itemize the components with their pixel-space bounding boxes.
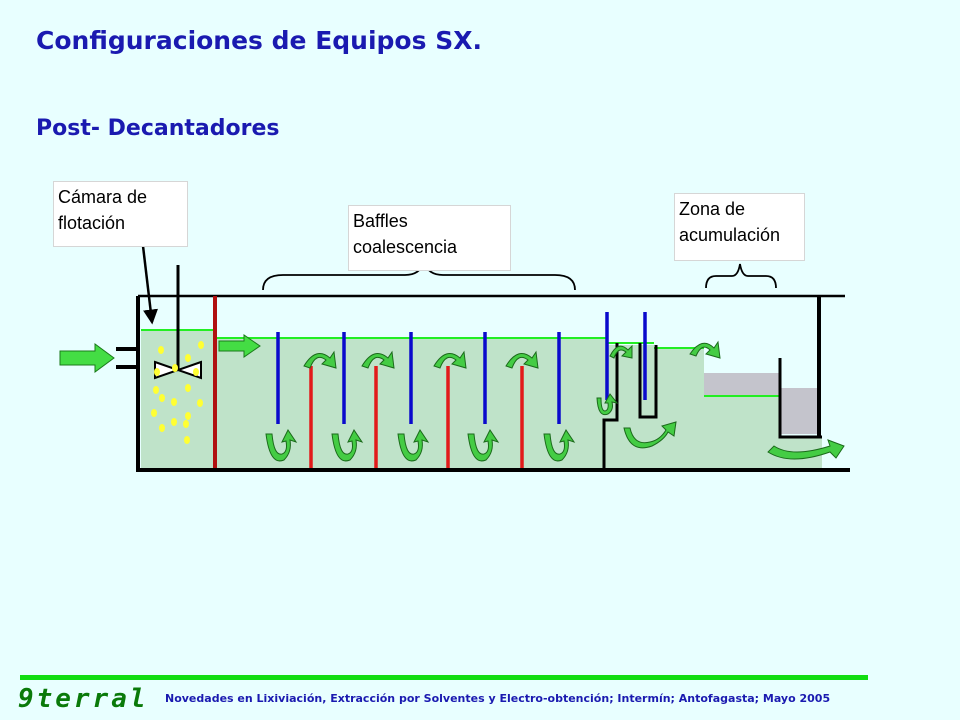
oil-droplets — [151, 341, 204, 444]
footer-divider — [20, 675, 868, 680]
label-flotation-chamber: Cámara de flotación — [53, 181, 188, 247]
inlet-arrow — [59, 343, 115, 373]
label-braces — [262, 258, 777, 291]
slide-subtitle: Post- Decantadores — [36, 116, 280, 141]
tank-wall — [116, 294, 850, 472]
organic-layer — [704, 373, 818, 434]
terral-logo: 9terral — [18, 684, 149, 714]
slide-title: Configuraciones de Equipos SX. — [36, 26, 482, 55]
coalescence-baffles — [276, 312, 647, 468]
label-accumulation-zone: Zona de acumulación — [674, 193, 805, 261]
mixer-agitator — [154, 265, 202, 380]
transfer-arrow — [218, 334, 261, 358]
label-pointer — [141, 245, 158, 325]
label-coalescence-baffles: Baffles coalescencia — [348, 205, 511, 271]
flow-arrows — [265, 340, 845, 462]
footer-text: Novedades en Lixiviación, Extracción por… — [165, 692, 831, 705]
